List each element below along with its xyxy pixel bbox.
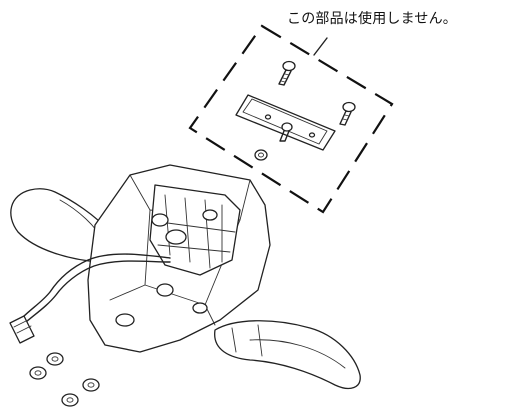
unused-parts-note: この部品は使用しません。	[287, 11, 457, 27]
cable	[21, 253, 171, 319]
screw-left	[278, 60, 296, 86]
washer	[61, 393, 79, 407]
loose-hardware	[29, 352, 100, 407]
nut	[254, 149, 268, 161]
right-grip	[214, 320, 361, 389]
mounting-plate	[235, 94, 336, 151]
washer	[46, 352, 64, 366]
unused-parts-dashed-box	[188, 24, 394, 214]
cable-connector	[9, 315, 35, 344]
screw-center	[279, 122, 293, 142]
inner-frame	[149, 184, 241, 276]
main-assembly	[9, 164, 361, 389]
washer	[82, 378, 100, 392]
screw-right	[339, 101, 356, 126]
callout-leader-line	[313, 37, 328, 56]
washer	[29, 366, 47, 380]
unused-parts-group	[235, 60, 356, 161]
